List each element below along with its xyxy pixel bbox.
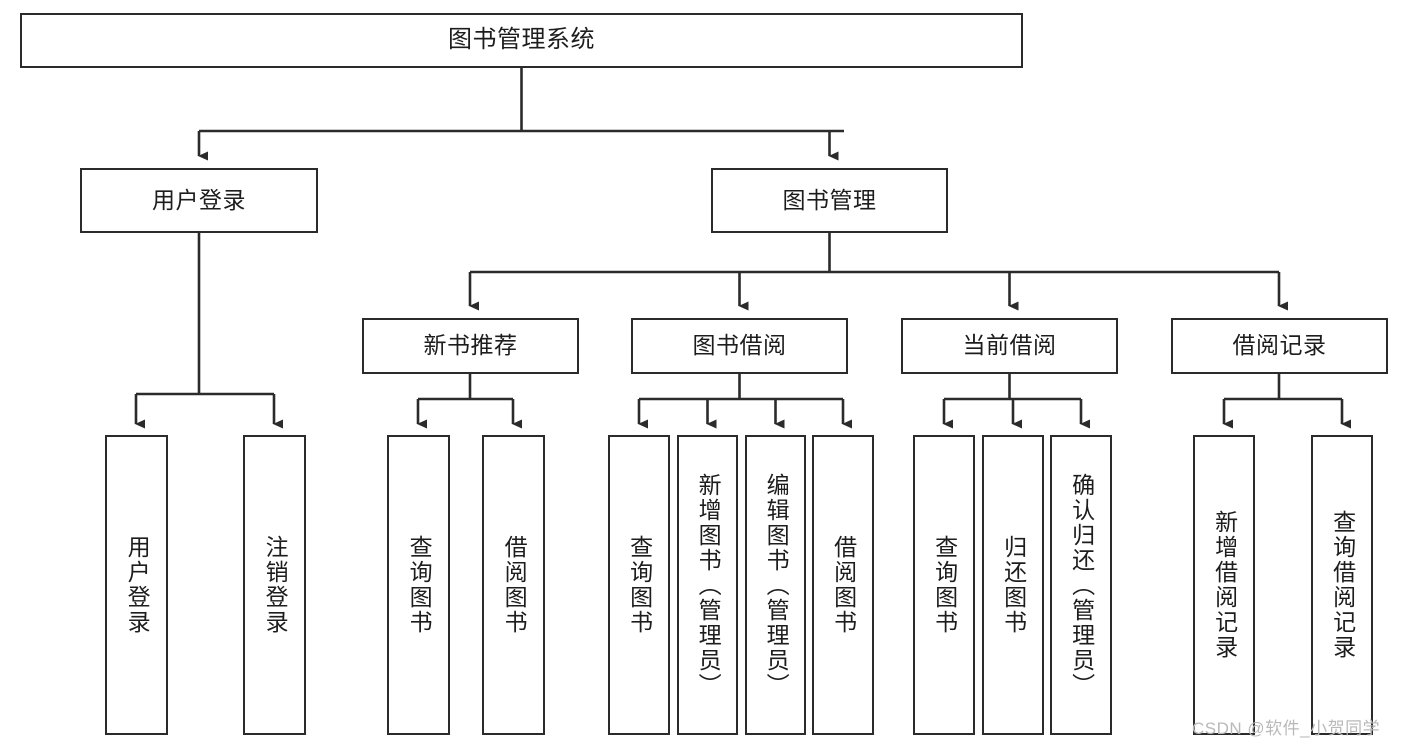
node-leaf-user-login[interactable]: 用户登录 [105, 435, 168, 735]
node-borrow-record[interactable]: 借阅记录 [1171, 318, 1388, 374]
node-borrow-record-label: 借阅记录 [1232, 332, 1327, 359]
node-leaf-borrow-book-2[interactable]: 借阅图书 [812, 435, 874, 735]
node-leaf-add-book[interactable]: 新增图书（管理员） [677, 435, 738, 735]
node-leaf-borrow-book-1-label: 借阅图书 [501, 535, 528, 635]
node-leaf-query-book-2-label: 查询图书 [626, 535, 653, 635]
node-leaf-add-record-label: 新增借阅记录 [1211, 510, 1238, 660]
node-leaf-query-record-label: 查询借阅记录 [1329, 510, 1356, 660]
node-book-manage[interactable]: 图书管理 [711, 168, 948, 233]
node-leaf-borrow-book-2-label: 借阅图书 [830, 535, 857, 635]
node-leaf-query-book-3-label: 查询图书 [931, 535, 958, 635]
node-root[interactable]: 图书管理系统 [20, 13, 1023, 68]
csdn-watermark: CSDN @软件_小贺同学 [1192, 719, 1381, 738]
node-leaf-add-record[interactable]: 新增借阅记录 [1193, 435, 1255, 735]
node-current-borrow-label: 当前借阅 [962, 332, 1057, 359]
node-leaf-edit-book[interactable]: 编辑图书（管理员） [745, 435, 806, 735]
node-leaf-edit-book-label: 编辑图书（管理员） [763, 472, 790, 698]
node-user-login-label: 用户登录 [152, 186, 246, 213]
node-leaf-confirm-return-label: 确认归还（管理员） [1068, 472, 1095, 698]
node-leaf-return-book-label: 归还图书 [1000, 535, 1027, 635]
node-new-book-rec-label: 新书推荐 [423, 332, 518, 359]
node-leaf-return-book[interactable]: 归还图书 [982, 435, 1044, 735]
node-leaf-user-login-label: 用户登录 [124, 535, 151, 635]
node-leaf-borrow-book-1[interactable]: 借阅图书 [482, 435, 545, 735]
node-current-borrow[interactable]: 当前借阅 [901, 318, 1118, 374]
node-book-borrow[interactable]: 图书借阅 [631, 318, 848, 374]
node-leaf-query-record[interactable]: 查询借阅记录 [1311, 435, 1373, 735]
node-root-label: 图书管理系统 [448, 26, 595, 54]
node-leaf-query-book-1[interactable]: 查询图书 [387, 435, 450, 735]
node-leaf-query-book-3[interactable]: 查询图书 [913, 435, 975, 735]
node-book-manage-label: 图书管理 [782, 186, 877, 213]
node-leaf-user-logout-label: 注销登录 [262, 535, 289, 635]
node-book-borrow-label: 图书借阅 [692, 332, 787, 359]
node-leaf-query-book-1-label: 查询图书 [406, 535, 433, 635]
node-user-login[interactable]: 用户登录 [80, 168, 318, 233]
node-leaf-query-book-2[interactable]: 查询图书 [608, 435, 670, 735]
node-leaf-user-logout[interactable]: 注销登录 [243, 435, 306, 735]
node-leaf-confirm-return[interactable]: 确认归还（管理员） [1050, 435, 1112, 735]
node-new-book-rec[interactable]: 新书推荐 [362, 318, 579, 374]
node-leaf-add-book-label: 新增图书（管理员） [695, 472, 722, 698]
